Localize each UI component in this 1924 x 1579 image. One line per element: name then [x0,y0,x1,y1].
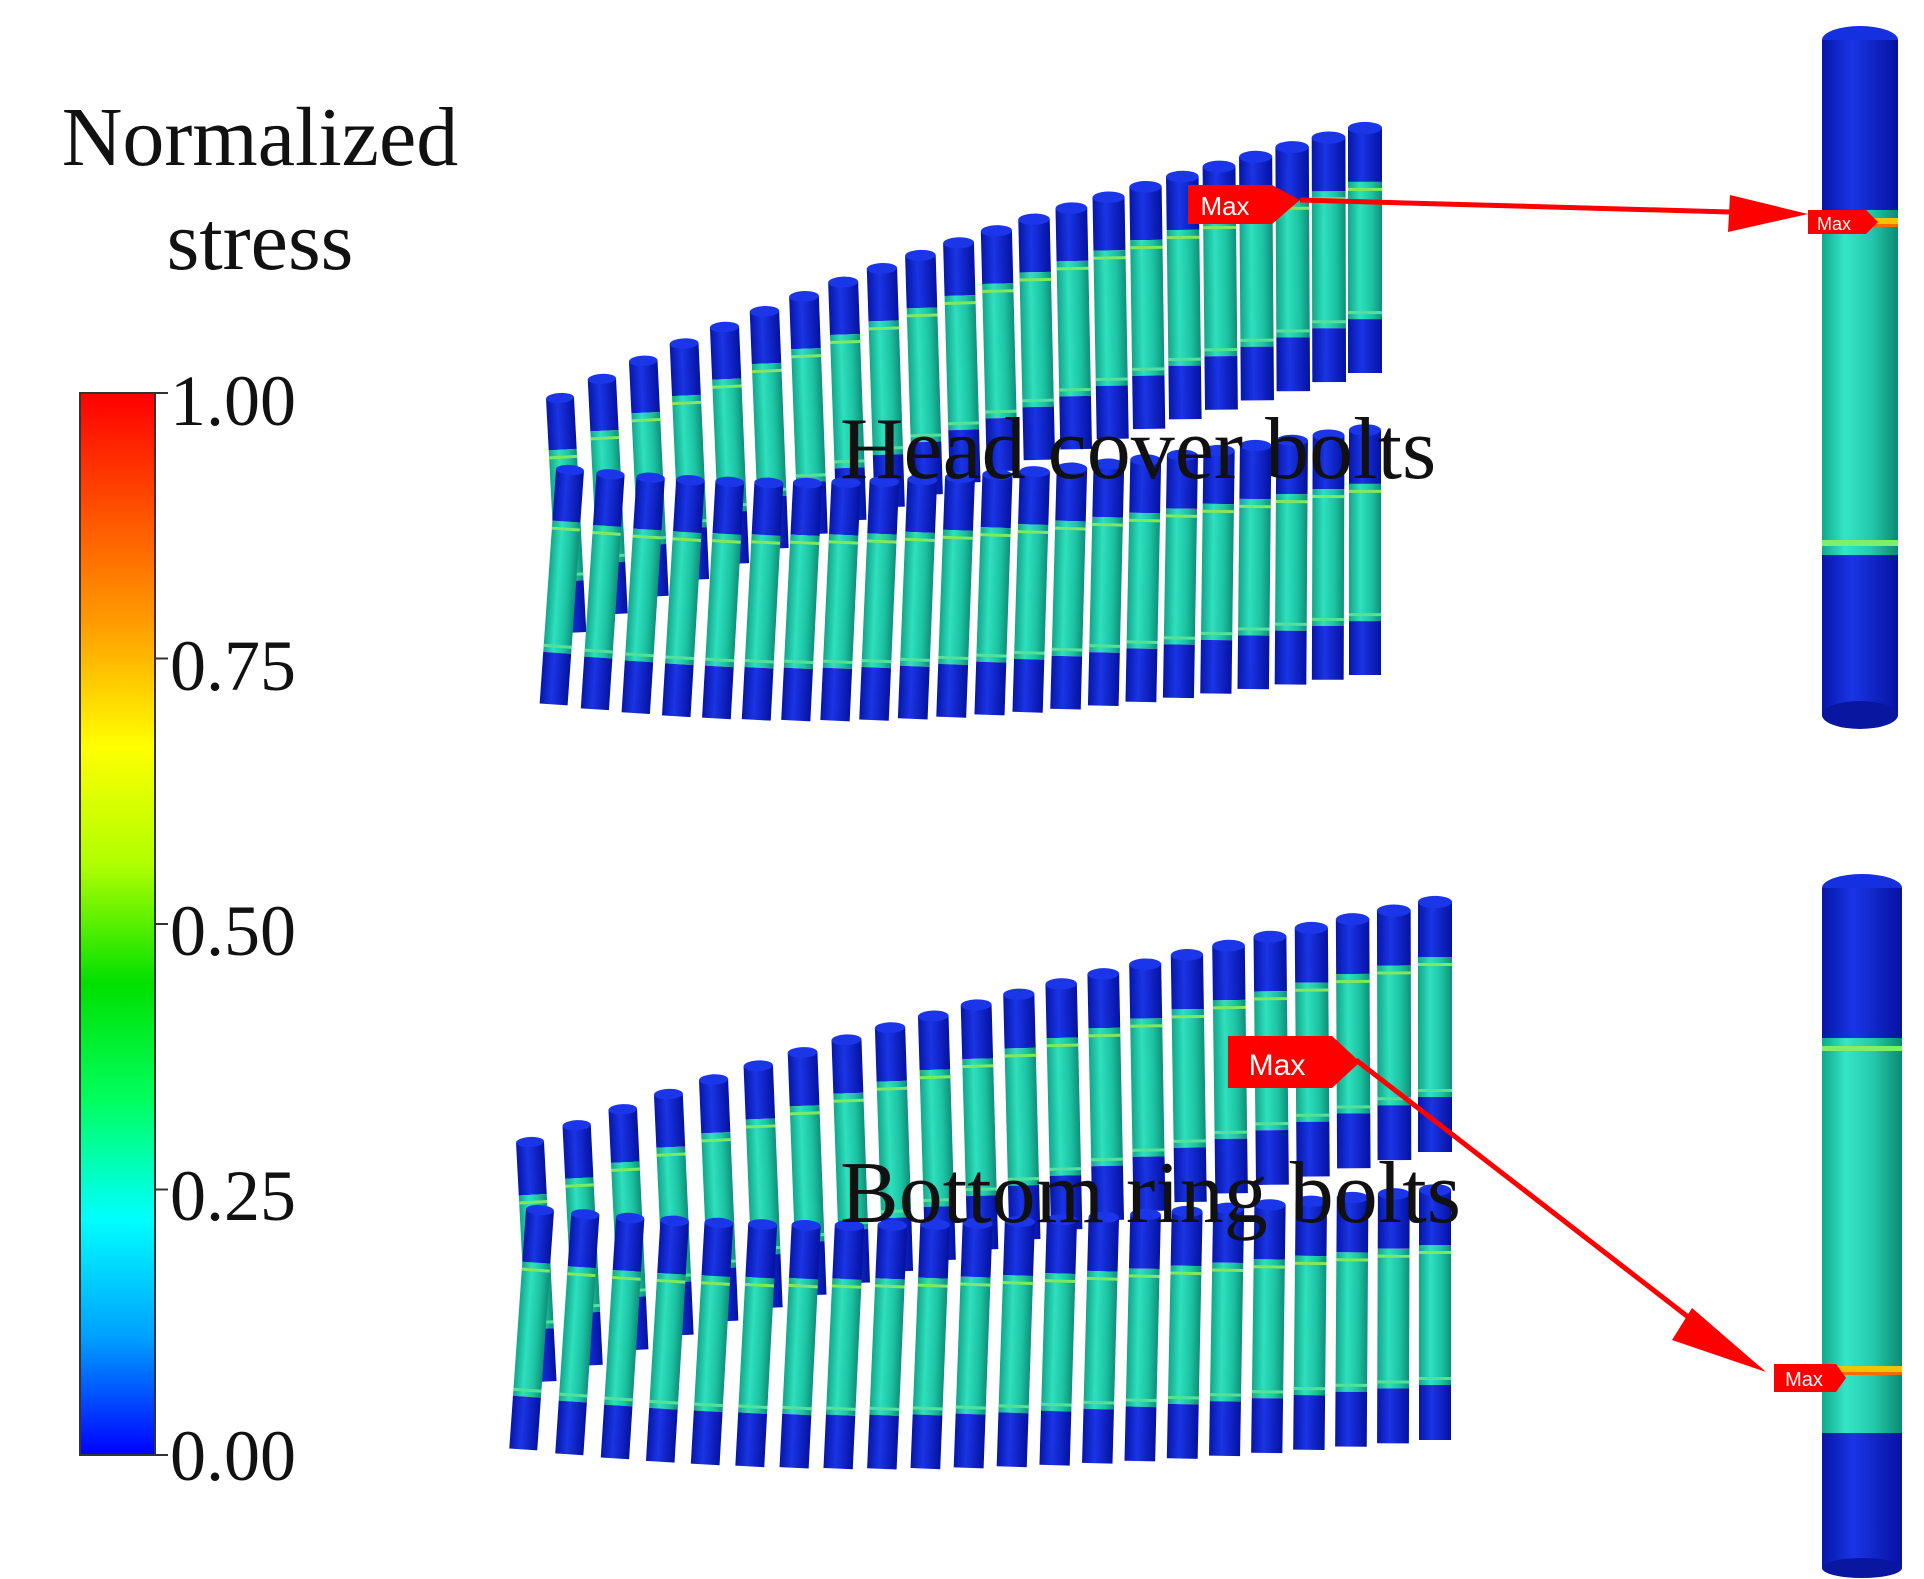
bolt [980,225,1018,472]
bolt [943,237,981,483]
bolt [1092,191,1129,440]
bolt [1087,458,1125,707]
bolt [996,1216,1035,1468]
bolt [897,474,938,720]
bolt [867,1219,908,1470]
bolt [1124,1208,1161,1462]
bolt [1335,1191,1369,1447]
bolt [953,1217,993,1469]
bolt [1209,1202,1245,1457]
bolt [1311,131,1347,383]
colorbar-tick-label: 0.25 [170,1156,296,1236]
max-callout-head: Max Max [1188,185,1878,234]
bolt [1419,1184,1451,1440]
colorbar-ticks [155,392,168,1456]
bolt [1162,449,1198,699]
bolt [1275,141,1311,392]
bolt [823,1220,865,1470]
max-marker-shape [1228,1036,1360,1088]
bolt [1348,121,1382,373]
bolt [1018,213,1056,461]
bolt [905,249,943,495]
bolt [741,477,784,721]
bolt [1055,202,1093,450]
bolt [820,477,861,722]
bolt [936,472,975,718]
max-marker-text: Max [1249,1049,1306,1082]
bolt [1377,1188,1410,1444]
bolt [1166,1205,1203,1459]
bolt [1335,913,1371,1169]
bolt [735,1219,778,1468]
colorbar-strip [79,392,156,1456]
bolt [1082,1211,1120,1464]
bolt [690,1217,734,1466]
bolt [779,1219,821,1469]
bolt [1349,424,1381,675]
bottom-ring-bolts [509,895,1452,1470]
legend-title-line1: Normalized [61,91,459,184]
bolt [645,1215,689,1463]
max-callout-bottom: Max Max [1228,1036,1846,1392]
colorbar [79,392,168,1456]
legend-title-line2: stress [166,195,354,288]
bolt [1129,958,1166,1212]
bolt [859,476,900,721]
bolt [974,469,1013,716]
bolt [509,1204,554,1451]
colorbar-tick-label: 1.00 [170,361,296,441]
bolt [1237,439,1272,690]
bolt [1170,949,1207,1203]
bolt [1251,1199,1286,1454]
max-marker-text: Max [1200,191,1249,221]
head-cover-bolts-label: Head cover bolts [840,401,1437,498]
colorbar-tick-label: 0.00 [170,1416,296,1496]
max-marker-text: Max [1785,1369,1823,1391]
bolt [702,476,745,720]
max-marker-shape [1188,185,1300,224]
bottom-ring-bolts-label: Bottom ring bolts [840,1145,1461,1242]
bolt [1418,895,1452,1152]
bolt [1200,444,1235,694]
bolt [600,1212,645,1460]
head-cover-bolts [539,121,1382,722]
colorbar-tick-label: 0.75 [170,626,296,706]
bolt [1129,180,1166,430]
bottom-ring-bolt-detail [1822,874,1902,1578]
bolt [621,472,665,715]
bolt [1087,968,1125,1221]
bolt [555,1209,600,1456]
max-marker-text: Max [1817,214,1851,234]
bolt [1012,466,1050,713]
bolt [1125,454,1162,703]
bolt [1039,1214,1078,1466]
colorbar-tick-label: 0.50 [170,891,296,971]
bolt [661,474,705,718]
bolt [1045,978,1083,1230]
bolt [1311,429,1345,680]
head-cover-bolt-detail [1822,26,1898,729]
bolt [1376,904,1412,1161]
bolt [781,477,823,722]
bolt [539,464,584,706]
bolt [910,1219,950,1470]
bolt [1050,462,1088,710]
bolt [1293,1195,1328,1450]
bolt [580,469,625,711]
bolt [1274,434,1308,685]
